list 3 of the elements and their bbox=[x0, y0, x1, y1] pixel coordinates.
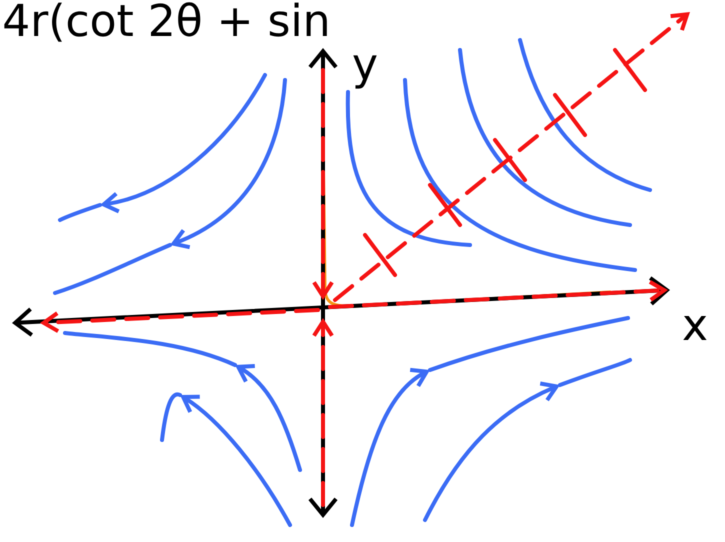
axis-label: y bbox=[353, 55, 377, 89]
axis-label: x bbox=[683, 316, 707, 340]
formula-text: 4r(cot 2θ + sin bbox=[4, 2, 327, 42]
